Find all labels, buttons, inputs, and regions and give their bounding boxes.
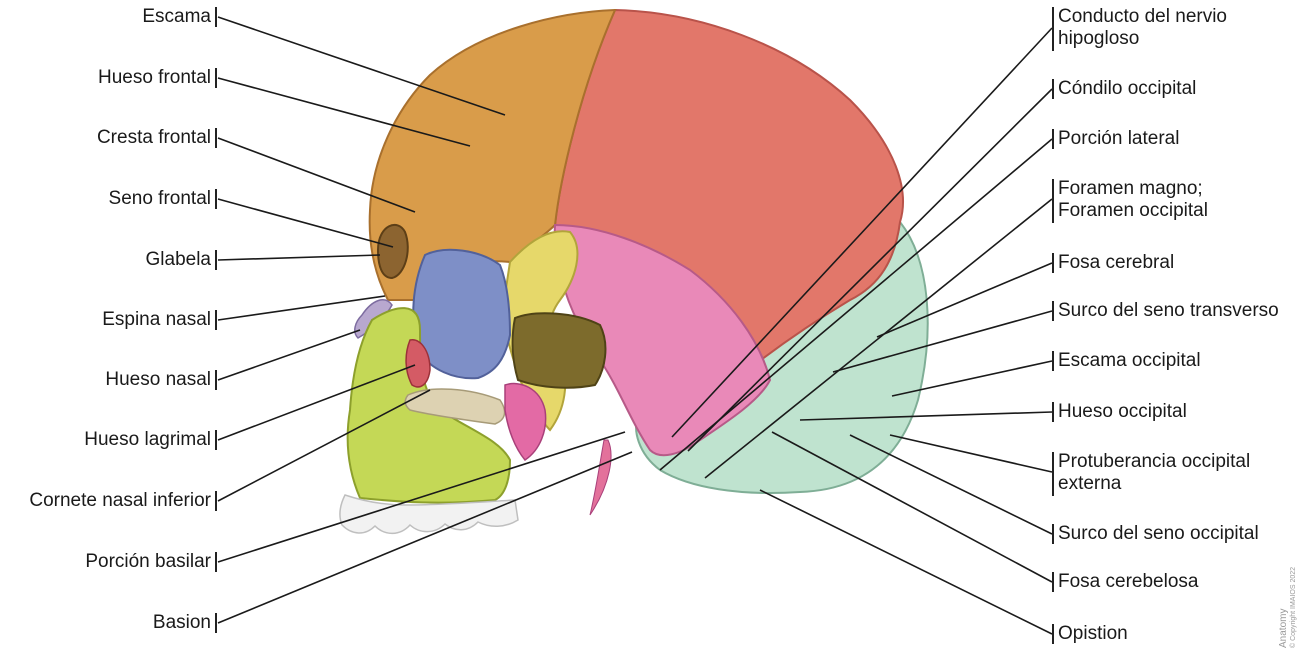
- label-text: Glabela: [146, 249, 212, 270]
- label-tick: [1052, 452, 1054, 496]
- label-text: Foramen magno;: [1058, 178, 1208, 200]
- label-porcion-basilar: Porción basilar: [85, 551, 211, 573]
- label-text: Escama occipital: [1058, 350, 1201, 372]
- leader-line-left: [218, 452, 632, 623]
- label-opistion: Opistion: [1058, 623, 1128, 645]
- leader-line-left: [218, 199, 393, 247]
- label-text: Escama: [142, 6, 211, 27]
- label-text: Hueso lagrimal: [84, 429, 211, 450]
- label-cresta-frontal: Cresta frontal: [97, 127, 211, 149]
- label-text: Basion: [153, 612, 211, 633]
- label-text: Fosa cerebral: [1058, 252, 1174, 274]
- leader-line-left: [218, 138, 415, 212]
- label-tick: [1052, 572, 1054, 592]
- label-text: Cresta frontal: [97, 127, 211, 148]
- label-text: Foramen occipital: [1058, 200, 1208, 222]
- label-tick: [1052, 179, 1054, 223]
- leader-line-right: [892, 361, 1052, 396]
- label-tick: [215, 68, 217, 88]
- leader-line-right: [705, 199, 1052, 478]
- label-tick: [1052, 79, 1054, 99]
- label-text: Hueso occipital: [1058, 401, 1187, 423]
- leader-line-left: [218, 365, 415, 440]
- leader-line-right: [672, 28, 1052, 437]
- label-tick: [1052, 253, 1054, 273]
- label-tick: [215, 128, 217, 148]
- label-hueso-occipital: Hueso occipital: [1058, 401, 1187, 423]
- leader-line-left: [218, 78, 470, 146]
- leader-line-left: [218, 432, 625, 562]
- label-text: externa: [1058, 473, 1250, 495]
- leader-line-right: [800, 412, 1052, 420]
- label-surco-seno-occipital: Surco del seno occipital: [1058, 523, 1259, 545]
- leader-line-left: [218, 330, 360, 380]
- label-tick: [1052, 624, 1054, 644]
- label-text: Seno frontal: [109, 188, 211, 209]
- label-text: Hueso nasal: [105, 369, 211, 390]
- leader-line-right: [760, 490, 1052, 634]
- label-basion: Basion: [153, 612, 211, 634]
- label-text: Opistion: [1058, 623, 1128, 645]
- label-tick: [1052, 129, 1054, 149]
- watermark-copyright: © Copyright IMAIOS 2022: [1290, 567, 1297, 648]
- leader-line-left: [218, 296, 385, 320]
- label-text: Porción lateral: [1058, 128, 1179, 150]
- label-espina-nasal: Espina nasal: [102, 309, 211, 331]
- leader-line-right: [688, 89, 1052, 451]
- label-text: Espina nasal: [102, 309, 211, 330]
- label-escama: Escama: [142, 6, 211, 28]
- label-tick: [1052, 351, 1054, 371]
- label-tick: [215, 7, 217, 27]
- label-tick: [215, 310, 217, 330]
- label-text: Porción basilar: [85, 551, 211, 572]
- watermark: Anatomy © Copyright IMAIOS 2022: [1270, 540, 1300, 650]
- label-tick: [215, 552, 217, 572]
- label-hueso-lagrimal: Hueso lagrimal: [84, 429, 211, 451]
- label-tick: [1052, 402, 1054, 422]
- leader-line-left: [218, 255, 380, 260]
- leader-line-right: [833, 311, 1052, 372]
- label-text: Cornete nasal inferior: [29, 490, 211, 511]
- label-fosa-cerebral: Fosa cerebral: [1058, 252, 1174, 274]
- label-escama-occipital: Escama occipital: [1058, 350, 1201, 372]
- label-hueso-nasal: Hueso nasal: [105, 369, 211, 391]
- leader-line-left: [218, 390, 430, 501]
- label-text: hipogloso: [1058, 28, 1227, 50]
- leader-line-right: [877, 263, 1052, 337]
- label-text: Cóndilo occipital: [1058, 78, 1196, 100]
- label-tick: [1052, 7, 1054, 51]
- label-tick: [215, 250, 217, 270]
- leader-line-left: [218, 17, 505, 115]
- label-text: Fosa cerebelosa: [1058, 571, 1198, 593]
- label-condilo-occipital: Cóndilo occipital: [1058, 78, 1196, 100]
- label-tick: [215, 370, 217, 390]
- label-tick: [215, 491, 217, 511]
- label-text: Conducto del nervio: [1058, 6, 1227, 28]
- leader-line-right: [660, 139, 1052, 470]
- leader-line-right: [772, 432, 1052, 582]
- label-foramen-magno: Foramen magno;Foramen occipital: [1058, 178, 1208, 222]
- label-text: Protuberancia occipital: [1058, 451, 1250, 473]
- leader-line-right: [850, 435, 1052, 534]
- label-text: Hueso frontal: [98, 67, 211, 88]
- label-hueso-frontal: Hueso frontal: [98, 67, 211, 89]
- watermark-brand: Anatomy: [1278, 609, 1289, 648]
- label-cornete-nasal-inferior: Cornete nasal inferior: [29, 490, 211, 512]
- label-tick: [1052, 301, 1054, 321]
- label-tick: [1052, 524, 1054, 544]
- label-fosa-cerebelosa: Fosa cerebelosa: [1058, 571, 1198, 593]
- label-surco-seno-transverso: Surco del seno transverso: [1058, 300, 1279, 322]
- label-text: Surco del seno occipital: [1058, 523, 1259, 545]
- label-tick: [215, 613, 217, 633]
- label-glabela: Glabela: [146, 249, 212, 271]
- label-tick: [215, 430, 217, 450]
- label-protuberancia-occipital-externa: Protuberancia occipitalexterna: [1058, 451, 1250, 495]
- label-seno-frontal: Seno frontal: [109, 188, 211, 210]
- label-porcion-lateral: Porción lateral: [1058, 128, 1179, 150]
- label-text: Surco del seno transverso: [1058, 300, 1279, 322]
- label-tick: [215, 189, 217, 209]
